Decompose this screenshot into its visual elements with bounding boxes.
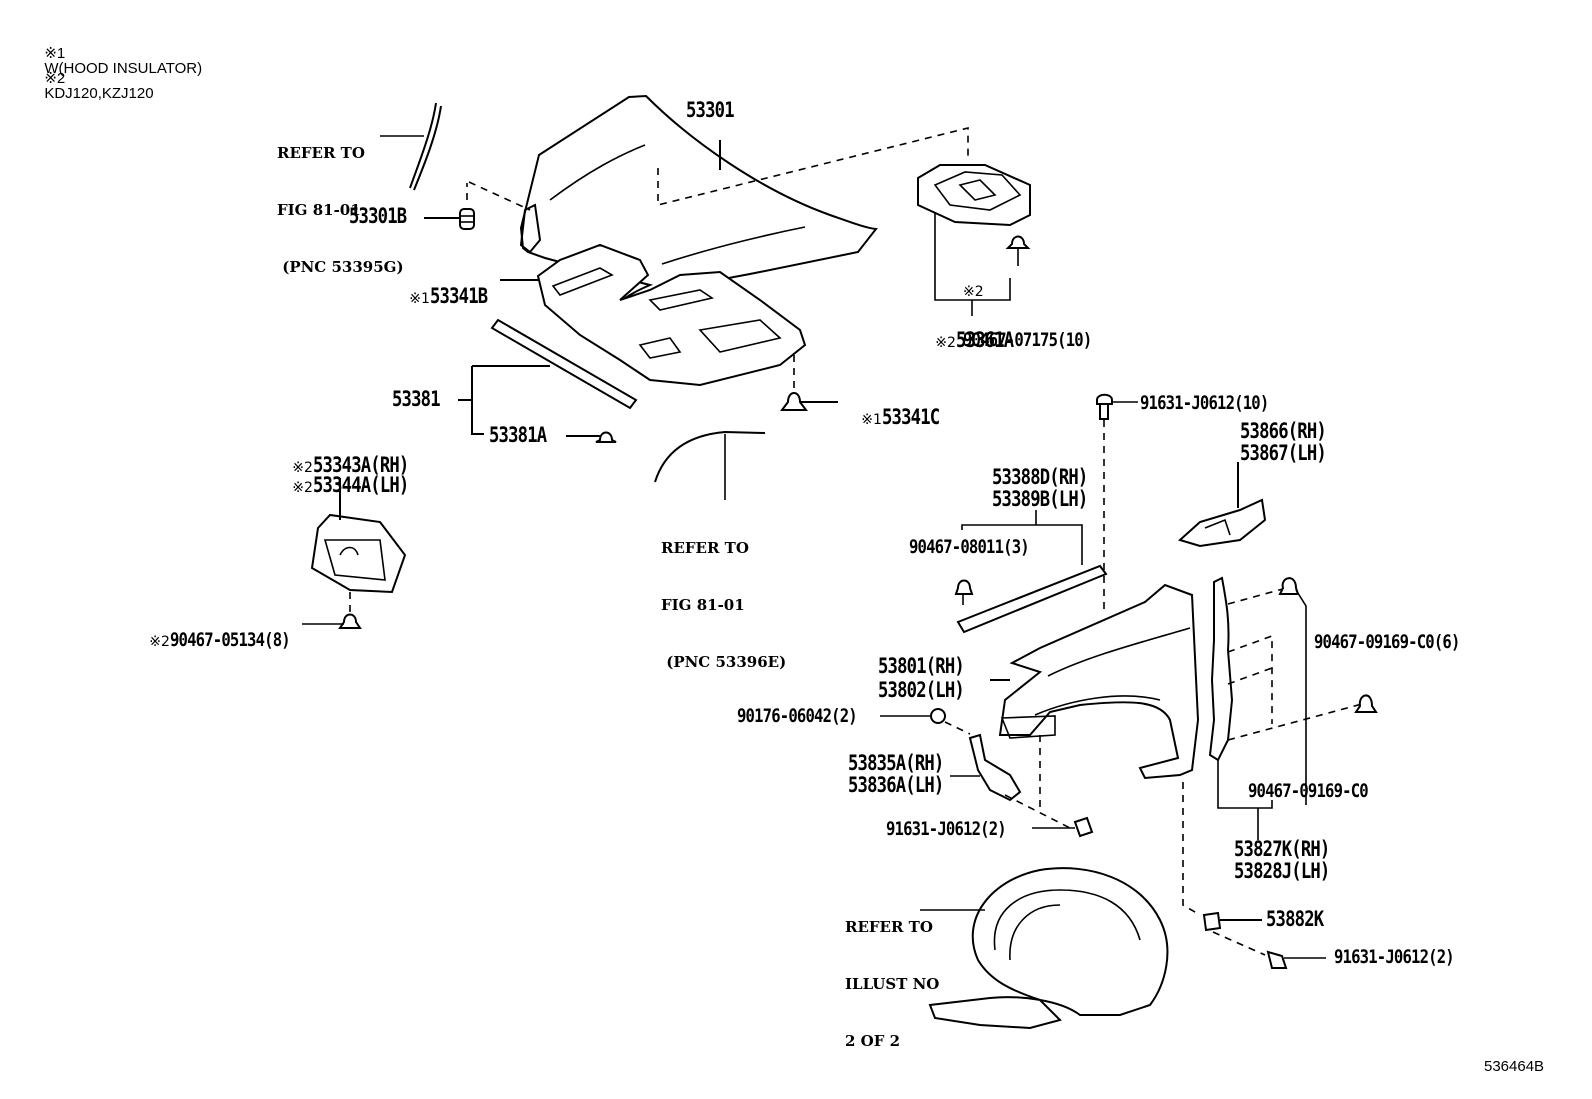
- part-label-53341B[interactable]: ※153341B: [390, 270, 500, 307]
- nut-90176: [880, 708, 971, 735]
- part-label-53867[interactable]: 53867(LH): [1240, 441, 1327, 465]
- clip-53882K: [1202, 911, 1262, 932]
- part-label-53341C[interactable]: ※153341C: [842, 391, 952, 428]
- bolt-91631-bottom: [1266, 950, 1326, 969]
- note-2-mark: ※2: [44, 70, 66, 87]
- dashed-guide: [1182, 782, 1266, 956]
- note-1: ※1 W(HOOD INSULATOR): [36, 31, 202, 76]
- note-1-mark: ※1: [44, 45, 66, 62]
- part-label-90467-09169-C0-6[interactable]: 90467-09169-C0(6): [1314, 631, 1460, 653]
- clip-53341C: [780, 355, 838, 411]
- hood-rear-seal: [458, 318, 638, 435]
- part-label-53343A[interactable]: ※253343A(RH): [273, 439, 429, 476]
- fender-moulding-53388D: [954, 510, 1108, 634]
- part-label-91631-J0612-2-middle[interactable]: 91631-J0612(2): [886, 818, 1007, 840]
- note-mark: ※2: [292, 460, 313, 476]
- part-number: 53341B: [429, 284, 488, 308]
- part-label-90176-06042[interactable]: 90176-06042(2): [737, 705, 858, 727]
- part-label-90467-05134[interactable]: ※290467-05134(8): [130, 615, 316, 650]
- part-label-91631-J0612-2-bottom[interactable]: 91631-J0612(2): [1334, 946, 1455, 968]
- part-label-53344A[interactable]: ※253344A(LH): [273, 459, 429, 496]
- ref-line: (PNC 53396E): [661, 653, 787, 671]
- note-mark: ※1: [409, 291, 430, 307]
- ref-line: (PNC 53395G): [277, 258, 404, 276]
- ref-line: REFER TO: [661, 539, 749, 557]
- wheel-liner: [920, 867, 1169, 1030]
- bolt-91631-top: [1096, 393, 1138, 610]
- ref-line: FIG 81-01: [661, 596, 745, 614]
- part-label-53835A[interactable]: 53835A(RH): [848, 751, 944, 775]
- part-number: 53341C: [881, 405, 940, 429]
- ref-line: REFER TO: [845, 918, 933, 936]
- ref-line: FIG 81-01: [277, 201, 361, 219]
- ref-hood-seal: REFER TO FIG 81-01 (PNC 53395G): [277, 106, 404, 296]
- part-label-53836A[interactable]: 53836A(LH): [848, 773, 944, 797]
- note-mark: ※2: [935, 335, 956, 351]
- part-label-53827K[interactable]: 53827K(RH): [1234, 837, 1330, 861]
- part-number: 53343A(RH): [312, 453, 409, 477]
- hood-lock-bracket: [302, 478, 407, 629]
- part-label-53301[interactable]: 53301: [686, 98, 735, 122]
- ref-line: REFER TO: [277, 144, 365, 162]
- hood-insulator: [500, 243, 807, 387]
- figure-id: 536464B: [1484, 1058, 1545, 1075]
- part-label-90467-07175[interactable]: ※2 90467-07175(10): [963, 253, 1120, 366]
- part-label-53882K[interactable]: 53882K: [1266, 907, 1324, 931]
- fender-bracket-53835A: [950, 733, 1071, 829]
- note-mark: ※2: [292, 480, 313, 496]
- part-number: 90467-07175(10): [963, 329, 1092, 351]
- part-number: 53361A: [955, 328, 1014, 352]
- bolt-91631-middle: [1032, 735, 1094, 838]
- part-label-53381[interactable]: 53381: [392, 387, 441, 411]
- ref-liner: REFER TO ILLUST NO 2 OF 2: [845, 880, 939, 1070]
- part-label-53828J[interactable]: 53828J(LH): [1234, 859, 1330, 883]
- part-label-90467-08011[interactable]: 90467-08011(3): [909, 536, 1030, 558]
- ref-line: 2 OF 2: [845, 1032, 901, 1050]
- front-seal-strip: [654, 430, 766, 500]
- note-mark: ※1: [861, 412, 882, 428]
- ref-line: ILLUST NO: [845, 975, 940, 993]
- hood-bumper-stopper: [424, 183, 475, 230]
- part-label-53801[interactable]: 53801(RH): [878, 654, 965, 678]
- part-label-53361A[interactable]: ※253361A: [916, 314, 1026, 351]
- clip-53381A: [566, 431, 617, 443]
- hood-seal-strip: [380, 102, 442, 191]
- part-number: 90467-05134(8): [169, 629, 291, 651]
- front-fender: [990, 583, 1200, 780]
- note-1-text: W(HOOD INSULATOR): [44, 60, 203, 77]
- part-label-90467-09169-C0[interactable]: 90467-09169-C0: [1248, 780, 1369, 802]
- note-mark: ※2: [963, 284, 984, 300]
- part-label-53388D[interactable]: 53388D(RH): [992, 465, 1088, 489]
- hood-cowl-box: [917, 164, 1031, 316]
- note-2-text: KDJ120,KZJ120: [44, 85, 154, 102]
- fender-liner-seal-53827K: [1208, 576, 1378, 840]
- part-label-53802[interactable]: 53802(LH): [878, 678, 965, 702]
- note-2: ※2 KDJ120,KZJ120: [36, 56, 154, 102]
- part-label-53381A[interactable]: 53381A: [489, 423, 547, 447]
- note-mark: ※2: [149, 634, 170, 650]
- part-label-53301B[interactable]: 53301B: [349, 204, 407, 228]
- ref-front-seal: REFER TO FIG 81-01 (PNC 53396E): [661, 501, 786, 691]
- part-label-91631-J0612-10[interactable]: 91631-J0612(10): [1140, 392, 1269, 414]
- fender-shield-53866: [1178, 462, 1267, 548]
- part-label-53389B[interactable]: 53389B(LH): [992, 487, 1088, 511]
- part-label-53866[interactable]: 53866(RH): [1240, 419, 1327, 443]
- part-number: 53344A(LH): [312, 473, 409, 497]
